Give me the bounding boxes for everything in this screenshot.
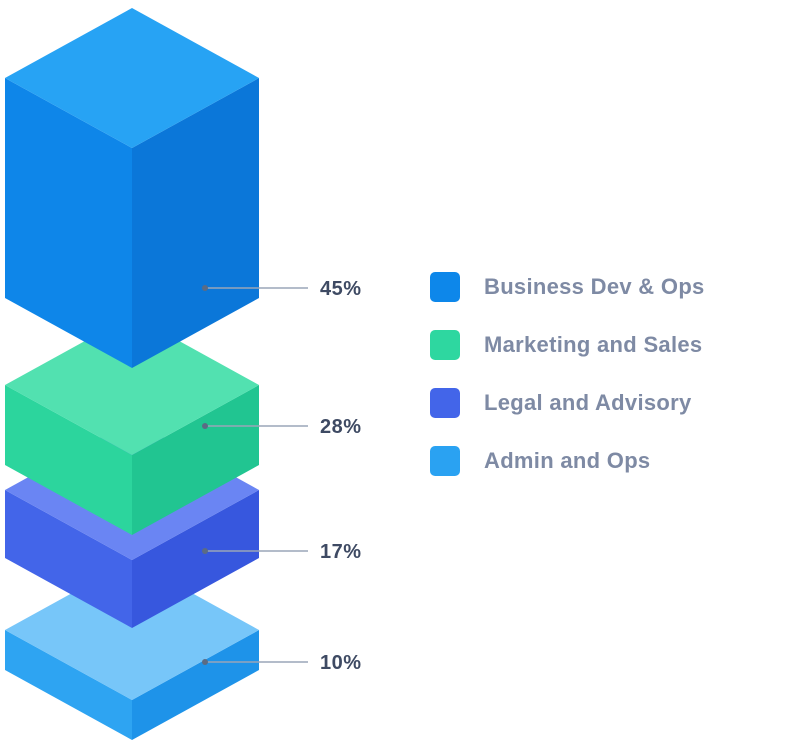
legend-item-admin-and-ops: Admin and Ops [430,446,705,476]
layer-top-face [5,8,259,148]
legend-swatch-legal-and-advisory [430,388,460,418]
layer-right-face [132,490,259,628]
callout-dot-admin-and-ops [202,659,208,665]
layer-left-face [5,385,132,535]
callout-dot-business-dev-ops [202,285,208,291]
legend-item-marketing-and-sales: Marketing and Sales [430,330,705,360]
layer-right-face [132,630,259,740]
value-label-business-dev-ops: 45% [320,278,362,300]
value-label-legal-and-advisory: 17% [320,541,362,563]
legend-label-legal-and-advisory: Legal and Advisory [484,390,692,415]
callout-dot-marketing-and-sales [202,423,208,429]
layer-left-face [5,490,132,628]
legend-swatch-marketing-and-sales [430,330,460,360]
layer-marketing-and-sales [5,315,259,535]
layer-business-dev-ops [5,8,259,368]
legend-label-business-dev-ops: Business Dev & Ops [484,274,705,299]
layer-right-face [132,78,259,368]
legend-swatch-admin-and-ops [430,446,460,476]
layer-admin-and-ops [5,560,259,740]
callout-dot-legal-and-advisory [202,548,208,554]
layer-right-face [132,385,259,535]
legend-label-admin-and-ops: Admin and Ops [484,448,651,473]
legend-swatch-business-dev-ops [430,272,460,302]
layer-top-face [5,315,259,455]
layer-left-face [5,630,132,740]
value-label-admin-and-ops: 10% [320,652,362,674]
legend-item-business-dev-ops: Business Dev & Ops [430,272,705,302]
layer-left-face [5,78,132,368]
legend-label-marketing-and-sales: Marketing and Sales [484,332,703,357]
value-label-marketing-and-sales: 28% [320,416,362,438]
layer-top-face [5,560,259,700]
legend-item-legal-and-advisory: Legal and Advisory [430,388,705,418]
